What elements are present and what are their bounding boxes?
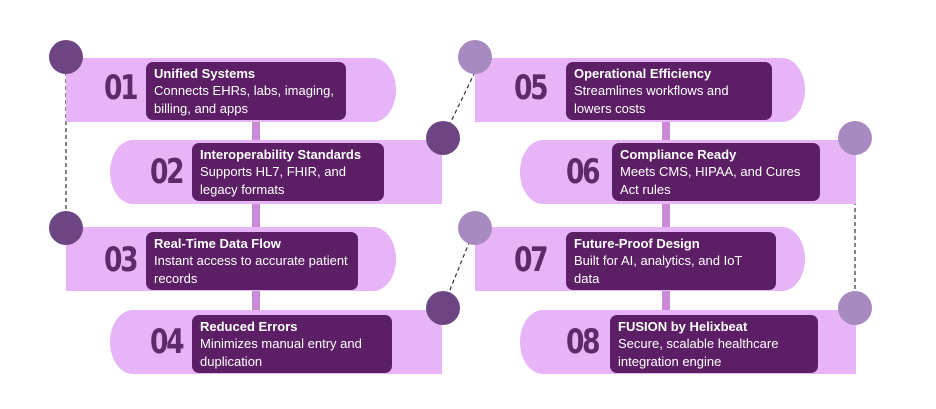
step-03-number: 03 xyxy=(104,240,139,280)
node-dot-06 xyxy=(838,121,872,155)
connector-07-08 xyxy=(662,288,670,318)
node-dot-07 xyxy=(458,211,492,245)
node-dot-05 xyxy=(458,40,492,74)
step-06-number: 06 xyxy=(566,152,601,192)
step-04-description: Minimizes manual entry and duplication xyxy=(200,336,362,369)
dashed-line-mid-top xyxy=(442,71,476,139)
step-02-title: Interoperability Standards xyxy=(200,147,362,162)
step-05-title: Operational Efficiency xyxy=(574,66,712,81)
step-04-title: Reduced Errors xyxy=(200,319,298,334)
node-dot-01 xyxy=(49,40,83,74)
step-03-description: Instant access to accurate patient recor… xyxy=(154,253,348,286)
step-04-card: Reduced Errors Minimizes manual entry an… xyxy=(192,315,392,373)
step-06-title: Compliance Ready xyxy=(620,147,737,162)
step-02-number: 02 xyxy=(150,152,185,192)
step-07-number: 07 xyxy=(514,240,549,280)
step-01-number: 01 xyxy=(104,68,139,108)
step-04-number: 04 xyxy=(150,322,185,362)
step-08-title: FUSION by Helixbeat xyxy=(618,319,748,334)
step-07-description: Built for AI, analytics, and IoT data xyxy=(574,253,743,286)
step-03-title: Real-Time Data Flow xyxy=(154,236,281,251)
step-08-description: Secure, scalable healthcare integration … xyxy=(618,336,779,369)
step-05-number: 05 xyxy=(514,68,549,108)
step-05-description: Streamlines workflows and lowers costs xyxy=(574,83,729,116)
connector-05-06 xyxy=(662,120,670,150)
step-06-description: Meets CMS, HIPAA, and Cures Act rules xyxy=(620,164,801,197)
node-dot-08 xyxy=(838,291,872,325)
step-08-number: 08 xyxy=(566,322,601,362)
connector-06-07 xyxy=(662,200,670,238)
step-01-description: Connects EHRs, labs, imaging, billing, a… xyxy=(154,83,334,116)
node-dot-04 xyxy=(426,291,460,325)
step-02-card: Interoperability Standards Supports HL7,… xyxy=(192,143,384,201)
step-07-title: Future-Proof Design xyxy=(574,236,700,251)
step-08-card: FUSION by Helixbeat Secure, scalable hea… xyxy=(610,315,818,373)
step-07-card: Future-Proof Design Built for AI, analyt… xyxy=(566,232,776,290)
connector-02-03 xyxy=(252,200,260,238)
step-02-description: Supports HL7, FHIR, and legacy formats xyxy=(200,164,346,197)
step-05-card: Operational Efficiency Streamlines workf… xyxy=(566,62,772,120)
step-01-card: Unified Systems Connects EHRs, labs, ima… xyxy=(146,62,346,120)
step-01-title: Unified Systems xyxy=(154,66,256,81)
node-dot-03 xyxy=(49,211,83,245)
step-03-card: Real-Time Data Flow Instant access to ac… xyxy=(146,232,358,290)
connector-03-04 xyxy=(252,288,260,318)
connector-01-02 xyxy=(252,120,260,150)
node-dot-02 xyxy=(426,121,460,155)
step-06-card: Compliance Ready Meets CMS, HIPAA, and C… xyxy=(612,143,820,201)
